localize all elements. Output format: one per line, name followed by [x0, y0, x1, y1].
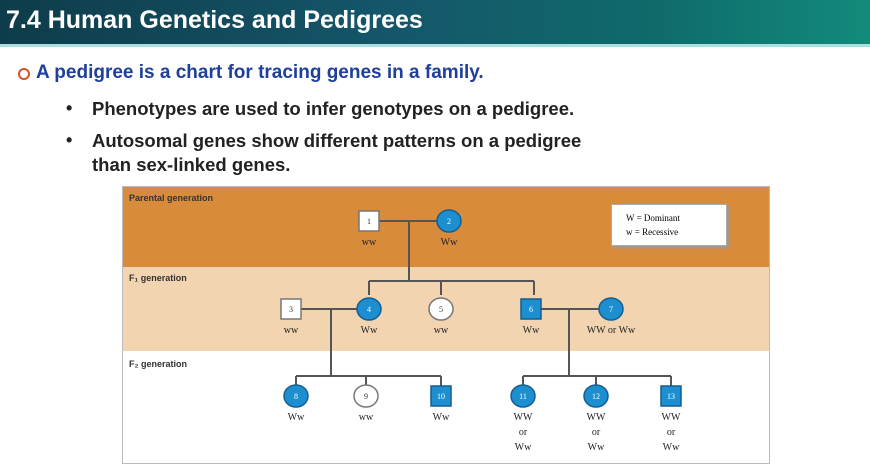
sub-bullet: Autosomal genes show different patterns … — [92, 130, 582, 151]
legend-item: W = Dominant — [626, 213, 680, 223]
band-label: F₂ generation — [129, 359, 188, 369]
female-node-8 — [283, 384, 309, 408]
genotype-label: Ww — [441, 237, 458, 248]
node-number: 3 — [289, 305, 293, 314]
genotype-label: Ww — [361, 325, 378, 336]
node-number: 13 — [667, 392, 675, 401]
male-node-1 — [358, 210, 380, 232]
female-node-11 — [510, 384, 536, 408]
legend: W = Dominant w = Recessive — [611, 204, 727, 246]
genotype-label: or — [519, 427, 528, 438]
male-node-13 — [660, 385, 682, 407]
bullet-dot: • — [66, 98, 73, 118]
bullet-dot: • — [66, 130, 73, 150]
main-bullet: A pedigree is a chart for tracing genes … — [36, 62, 484, 83]
band-label: F₁ generation — [129, 273, 187, 283]
node-number: 5 — [439, 305, 443, 314]
node-number: 6 — [529, 305, 533, 314]
node-number: 4 — [367, 305, 371, 314]
node-number: 12 — [592, 392, 600, 401]
genotype-label: Ww — [663, 442, 680, 453]
node-number: 11 — [519, 392, 527, 401]
genotype-label: ww — [434, 325, 449, 336]
genotype-label: ww — [362, 237, 377, 248]
bullet-icon — [18, 68, 30, 80]
band-label: Parental generation — [129, 193, 214, 203]
genotype-label: WW — [662, 412, 681, 423]
legend-item: w = Recessive — [626, 227, 679, 237]
male-node-3 — [280, 298, 302, 320]
female-node-2 — [436, 209, 462, 233]
sub-bullet: Phenotypes are used to infer genotypes o… — [92, 98, 575, 119]
sub-bullet-continued: than sex-linked genes. — [92, 154, 291, 175]
genotype-label: Ww — [433, 412, 450, 423]
node-number: 8 — [294, 392, 298, 401]
genotype-label: WW or Ww — [587, 325, 636, 336]
female-node-9 — [353, 384, 379, 408]
genotype-label: WW — [587, 412, 606, 423]
node-number: 10 — [437, 392, 445, 401]
genotype-label: Ww — [523, 325, 540, 336]
genotype-label: WW — [514, 412, 533, 423]
genotype-label: ww — [359, 412, 374, 423]
female-node-12 — [583, 384, 609, 408]
female-node-4 — [356, 297, 382, 321]
genotype-label: Ww — [588, 442, 605, 453]
genotype-label: or — [592, 427, 601, 438]
f2-band: F₂ generation — [123, 351, 769, 463]
genotype-label: ww — [284, 325, 299, 336]
node-number: 7 — [609, 305, 613, 314]
slide-title: 7.4 Human Genetics and Pedigrees — [6, 6, 423, 34]
genotype-label: Ww — [515, 442, 532, 453]
node-number: 2 — [447, 217, 451, 226]
pedigree-figure: Parental generation F₁ generation F₂ gen… — [122, 186, 770, 464]
node-number: 9 — [364, 392, 368, 401]
male-node-10 — [430, 385, 452, 407]
genotype-label: Ww — [288, 412, 305, 423]
genotype-label: or — [667, 427, 676, 438]
slide-header: 7.4 Human Genetics and Pedigrees — [0, 0, 870, 47]
node-number: 1 — [367, 217, 371, 226]
female-node-7 — [598, 297, 624, 321]
female-node-5 — [428, 297, 454, 321]
male-node-6 — [520, 298, 542, 320]
